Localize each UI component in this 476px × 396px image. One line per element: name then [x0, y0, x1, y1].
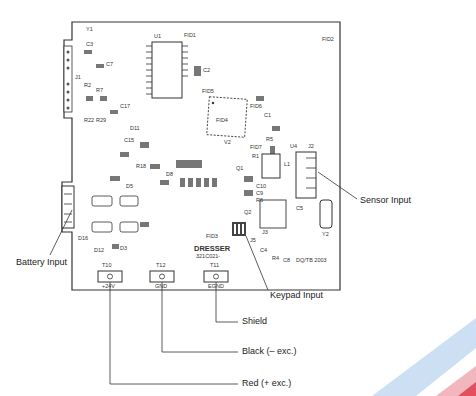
header-block — [260, 200, 286, 228]
silkscreen-label: +24V — [102, 284, 115, 290]
ic-chip — [152, 42, 182, 98]
diode-outlines — [92, 196, 138, 232]
silkscreen-label: FID6 — [250, 104, 262, 110]
silkscreen-label: C2 — [203, 68, 210, 74]
sensor-connector — [296, 152, 316, 198]
silkscreen-label: C5 — [296, 206, 303, 212]
silkscreen-label: FID4 — [216, 118, 228, 124]
silkscreen-label: C17 — [120, 104, 130, 110]
terminal-blocks — [98, 271, 228, 282]
silkscreen-label: U4 — [290, 144, 297, 150]
crystal — [320, 200, 332, 228]
silkscreen-label: C10 — [256, 184, 266, 190]
silkscreen-label: T10 — [102, 263, 111, 269]
silkscreen-label: 321C021- — [196, 254, 220, 260]
silkscreen-label: FID5 — [202, 89, 214, 95]
callout-label: Sensor Input — [360, 196, 411, 205]
silkscreen-label: R2 — [84, 83, 91, 89]
silkscreen-label: C7 — [106, 62, 113, 68]
silkscreen-label: J5 — [250, 238, 256, 244]
silkscreen-label: V2 — [224, 140, 231, 146]
callout-label: Red (+ exc.) — [242, 379, 291, 388]
header-pins — [67, 51, 70, 110]
callout-label: Keypad Input — [270, 291, 323, 300]
silkscreen-label: DQ/TB 2003 — [296, 258, 327, 264]
silkscreen-label: FID7 — [250, 145, 262, 151]
silkscreen-label: R18 — [136, 164, 146, 170]
corner-band — [458, 382, 476, 396]
battery-connector — [62, 186, 74, 228]
silkscreen-label: R1 — [252, 154, 259, 160]
keypad-pins — [234, 224, 244, 234]
callout-label: Black (– exc.) — [242, 347, 297, 356]
silkscreen-label: FID3 — [206, 234, 218, 240]
silkscreen-label: R6 — [256, 198, 263, 204]
silkscreen-label: R22 — [84, 118, 94, 124]
silkscreen-label: C3 — [86, 42, 93, 48]
silkscreen-label: L1 — [284, 162, 290, 168]
silkscreen-label: U1 — [154, 34, 161, 40]
silkscreen-label: C4 — [260, 248, 267, 254]
silkscreen-label: C9 — [256, 191, 263, 197]
silkscreen-label: GND — [155, 284, 167, 290]
silkscreen-label: FID2 — [322, 37, 334, 43]
board-outline — [62, 22, 340, 290]
silkscreen-label: J3 — [262, 230, 268, 236]
silkscreen-label: Y2 — [322, 232, 329, 238]
silkscreen-label: Q1 — [236, 166, 243, 172]
silkscreen-label: T11 — [210, 263, 219, 269]
silkscreen-label: T12 — [156, 263, 165, 269]
silkscreen-label: Y1 — [86, 27, 93, 33]
silkscreen-label: DRESSER — [194, 245, 230, 253]
silkscreen-label: R4 — [272, 256, 279, 262]
callout-label: Shield — [242, 317, 267, 326]
silkscreen-label: C1 — [264, 113, 271, 119]
corner-band — [372, 318, 476, 396]
silkscreen-label: J1 — [75, 75, 81, 81]
silkscreen-label: D3 — [120, 246, 127, 252]
callout-label: Battery Input — [16, 258, 67, 267]
silkscreen-label: D16 — [78, 236, 88, 242]
keypad-header — [232, 222, 246, 236]
silkscreen-label: R7 — [96, 88, 103, 94]
silkscreen-label: R5 — [266, 137, 273, 143]
silkscreen-label: FID1 — [184, 33, 196, 39]
silkscreen-label: D5 — [126, 184, 133, 190]
silkscreen-label: R29 — [96, 118, 106, 124]
silkscreen-label: J2 — [308, 144, 314, 150]
silkscreen-label: C15 — [124, 138, 134, 144]
silkscreen-label: D12 — [94, 248, 104, 254]
pin-one-dot — [212, 102, 214, 104]
silkscreen-label: D11 — [130, 126, 140, 132]
leader-lines — [50, 172, 357, 384]
inductor — [262, 154, 280, 178]
silkscreen-label: C8 — [283, 258, 290, 264]
corner-band — [436, 366, 476, 396]
header-connector — [64, 46, 72, 112]
sensor-pins — [306, 158, 316, 188]
ic-pins — [146, 46, 188, 94]
qfp-chip — [207, 97, 248, 138]
smd-parts — [84, 50, 280, 249]
silkscreen-label: D8 — [166, 172, 173, 178]
silkscreen-label: EGND — [208, 284, 224, 290]
silkscreen-label: Q2 — [244, 210, 251, 216]
